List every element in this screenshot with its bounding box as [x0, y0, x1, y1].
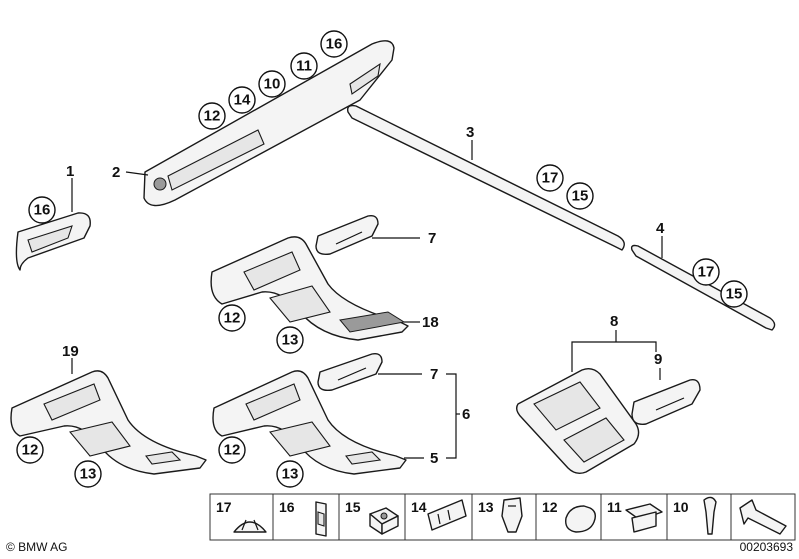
svg-text:10: 10 [264, 76, 281, 93]
circle-15-a: 15 [566, 182, 594, 210]
legend-num-15: 15 [345, 499, 361, 515]
legend-num-10: 10 [673, 499, 689, 515]
svg-text:12: 12 [224, 442, 241, 459]
leader-2 [125, 171, 149, 176]
part-2-dashboard-trim [143, 40, 395, 207]
part-4-door-trim-strip [630, 244, 776, 331]
svg-text:15: 15 [726, 286, 743, 303]
svg-text:13: 13 [282, 466, 299, 483]
legend-num-12: 12 [542, 499, 558, 515]
callout-7-upper: 7 [428, 230, 436, 247]
circle-12-d: 12 [218, 436, 246, 464]
svg-text:13: 13 [282, 332, 299, 349]
legend-num-16: 16 [279, 499, 295, 515]
callout-5: 5 [430, 450, 438, 467]
center-console-lower [212, 370, 407, 475]
svg-text:11: 11 [296, 58, 312, 75]
circle-15-b: 15 [720, 280, 748, 308]
svg-text:12: 12 [22, 442, 39, 459]
legend-num-13: 13 [478, 499, 494, 515]
part-7-cover-upper [315, 214, 379, 256]
callout-9: 9 [654, 351, 662, 368]
center-console-left [10, 370, 207, 475]
square-clip-icon [369, 507, 399, 535]
circle-12-b: 12 [218, 304, 246, 332]
svg-text:17: 17 [542, 170, 559, 187]
callout-7-lower: 7 [430, 366, 438, 383]
callout-4: 4 [656, 220, 665, 237]
diagram-number: 00203693 [739, 540, 793, 554]
svg-text:13: 13 [80, 466, 97, 483]
spring-clip-icon [501, 497, 523, 533]
legend-num-11: 11 [607, 499, 622, 515]
circle-16-a: 16 [28, 196, 56, 224]
svg-text:16: 16 [34, 202, 51, 219]
rubber-plug-icon [565, 505, 597, 533]
legend-num-17: 17 [216, 499, 232, 515]
part-8-console-insert [515, 367, 640, 475]
circle-12-a: 12 [198, 102, 226, 130]
circle-13-b: 13 [276, 326, 304, 354]
callout-18: 18 [422, 314, 439, 331]
callout-2: 2 [112, 164, 120, 181]
svg-text:12: 12 [204, 108, 221, 125]
circle-14: 14 [228, 86, 256, 114]
part-3-door-trim-strip [346, 104, 625, 251]
legend-num-14: 14 [411, 499, 427, 515]
callout-8: 8 [610, 313, 618, 330]
svg-text:14: 14 [234, 92, 251, 109]
callout-6: 6 [462, 406, 470, 423]
svg-text:15: 15 [572, 188, 589, 205]
expansion-nut-icon [625, 503, 663, 533]
svg-text:16: 16 [326, 36, 343, 53]
svg-text:17: 17 [698, 264, 715, 281]
callout-19: 19 [62, 343, 79, 360]
rivet-cap-icon [233, 519, 267, 533]
part-9-cover [631, 379, 701, 425]
callout-1: 1 [66, 163, 74, 180]
part-1-trim-piece [15, 212, 91, 271]
callout-3: 3 [466, 124, 474, 141]
copyright-label: © BMW AG [6, 540, 68, 554]
svg-text:12: 12 [224, 310, 241, 327]
bracket-6 [446, 373, 457, 459]
metal-clip-icon [315, 501, 327, 537]
push-pin-icon [703, 496, 717, 535]
part-7-cover-lower [317, 352, 383, 392]
fastener-legend: 17 16 15 14 13 12 11 10 [209, 493, 796, 541]
circle-11: 11 [290, 52, 318, 80]
circle-17-a: 17 [536, 164, 564, 192]
circle-16-b: 16 [320, 30, 348, 58]
bracket-8 [571, 341, 657, 372]
circle-10: 10 [258, 70, 286, 98]
center-console-upper [210, 236, 409, 341]
circle-12-c: 12 [16, 436, 44, 464]
circle-17-b: 17 [692, 258, 720, 286]
circle-13-c: 13 [74, 460, 102, 488]
direction-arrow-icon [739, 499, 787, 535]
strip-clip-icon [427, 499, 467, 531]
circle-13-d: 13 [276, 460, 304, 488]
